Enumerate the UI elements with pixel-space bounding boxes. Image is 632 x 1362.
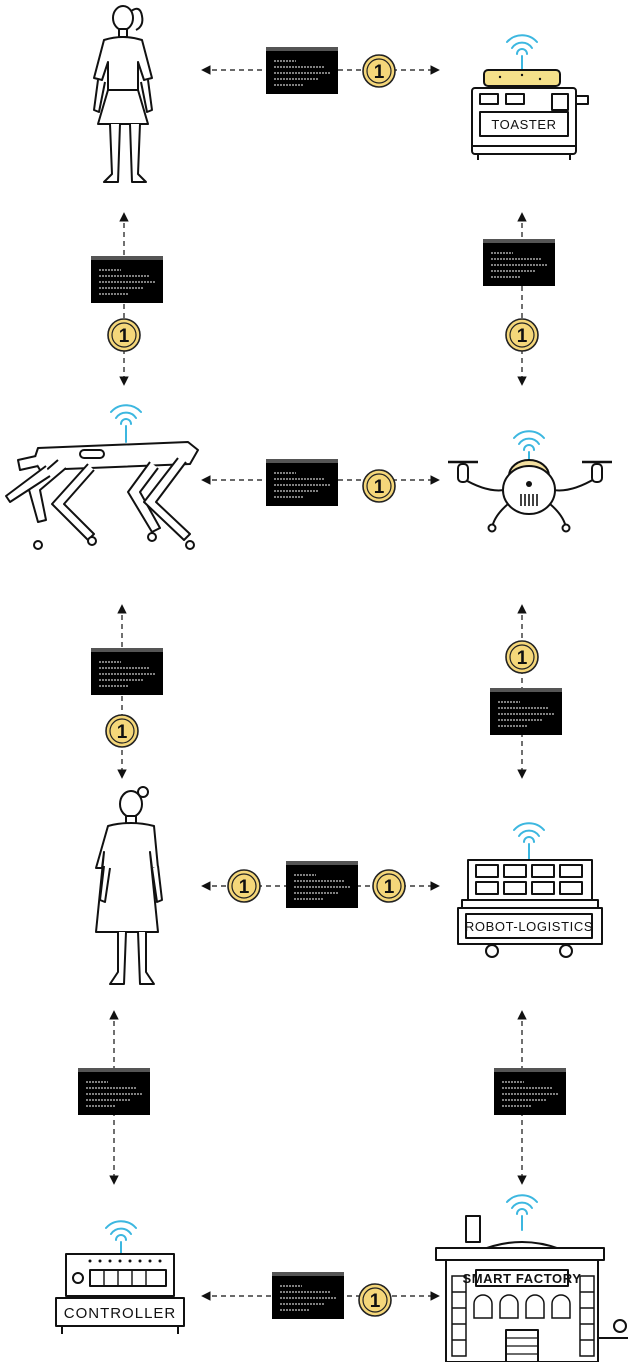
coin-icon: 1 [372,869,406,903]
controller-label: CONTROLLER [64,1305,177,1322]
wifi-icon [110,404,142,443]
coin-value: 1 [374,62,385,83]
wifi-icon [105,1220,137,1255]
toaster-label: TOASTER [491,117,556,132]
wifi-icon [506,34,538,71]
coin-icon: 1 [227,869,261,903]
message-block-icon [272,1272,344,1319]
toaster[interactable]: TOASTER [471,34,589,160]
drone-icon [448,459,612,533]
controller[interactable]: CONTROLLER [55,1220,185,1334]
person-figure-icon [95,786,163,985]
message-block-icon [91,648,163,695]
smart-factory[interactable]: SMART FACTORY [435,1194,628,1362]
coin-value: 1 [370,1291,381,1312]
coin-icon: 1 [362,469,396,503]
coin-value: 1 [517,648,528,669]
message-block-icon [490,688,562,735]
drone[interactable] [448,430,612,533]
coin-value: 1 [374,477,385,498]
coin-icon: 1 [505,318,539,352]
controller-icon: CONTROLLER [55,1253,185,1334]
message-block-icon [483,239,555,286]
person-a[interactable] [93,5,153,183]
robot-dog[interactable] [5,404,199,550]
person-b[interactable] [95,786,163,985]
coin-value: 1 [119,326,130,347]
coin-icon: 1 [362,54,396,88]
coin-value: 1 [117,722,128,743]
message-block-icon [266,47,338,94]
coins: 1 1 1 1 1 1 1 1 1 [105,54,539,1317]
message-block-icon [78,1068,150,1115]
message-block-icon [91,256,163,303]
toaster-icon: TOASTER [471,69,589,160]
message-block-icon [494,1068,566,1115]
wifi-icon [513,430,545,463]
coin-value: 1 [239,877,250,898]
person-figure-icon [93,5,153,183]
wifi-icon [513,822,545,861]
factory-icon: SMART FACTORY [435,1215,628,1362]
message-block-icon [266,459,338,506]
logistics-robot[interactable]: ROBOT-LOGISTICS [457,822,603,958]
wifi-icon [506,1194,538,1231]
connection-lines [109,65,527,1301]
robot-logistics-label: ROBOT-LOGISTICS [465,919,593,934]
coin-icon: 1 [105,714,139,748]
coin-value: 1 [517,326,528,347]
message-blocks [78,47,566,1319]
robot-dog-icon [5,441,199,550]
coin-icon: 1 [358,1283,392,1317]
coin-icon: 1 [505,640,539,674]
coin-icon: 1 [107,318,141,352]
smart-factory-label: SMART FACTORY [462,1271,581,1286]
message-block-icon [286,861,358,908]
coin-value: 1 [384,877,395,898]
logistics-robot-icon: ROBOT-LOGISTICS [457,859,603,958]
